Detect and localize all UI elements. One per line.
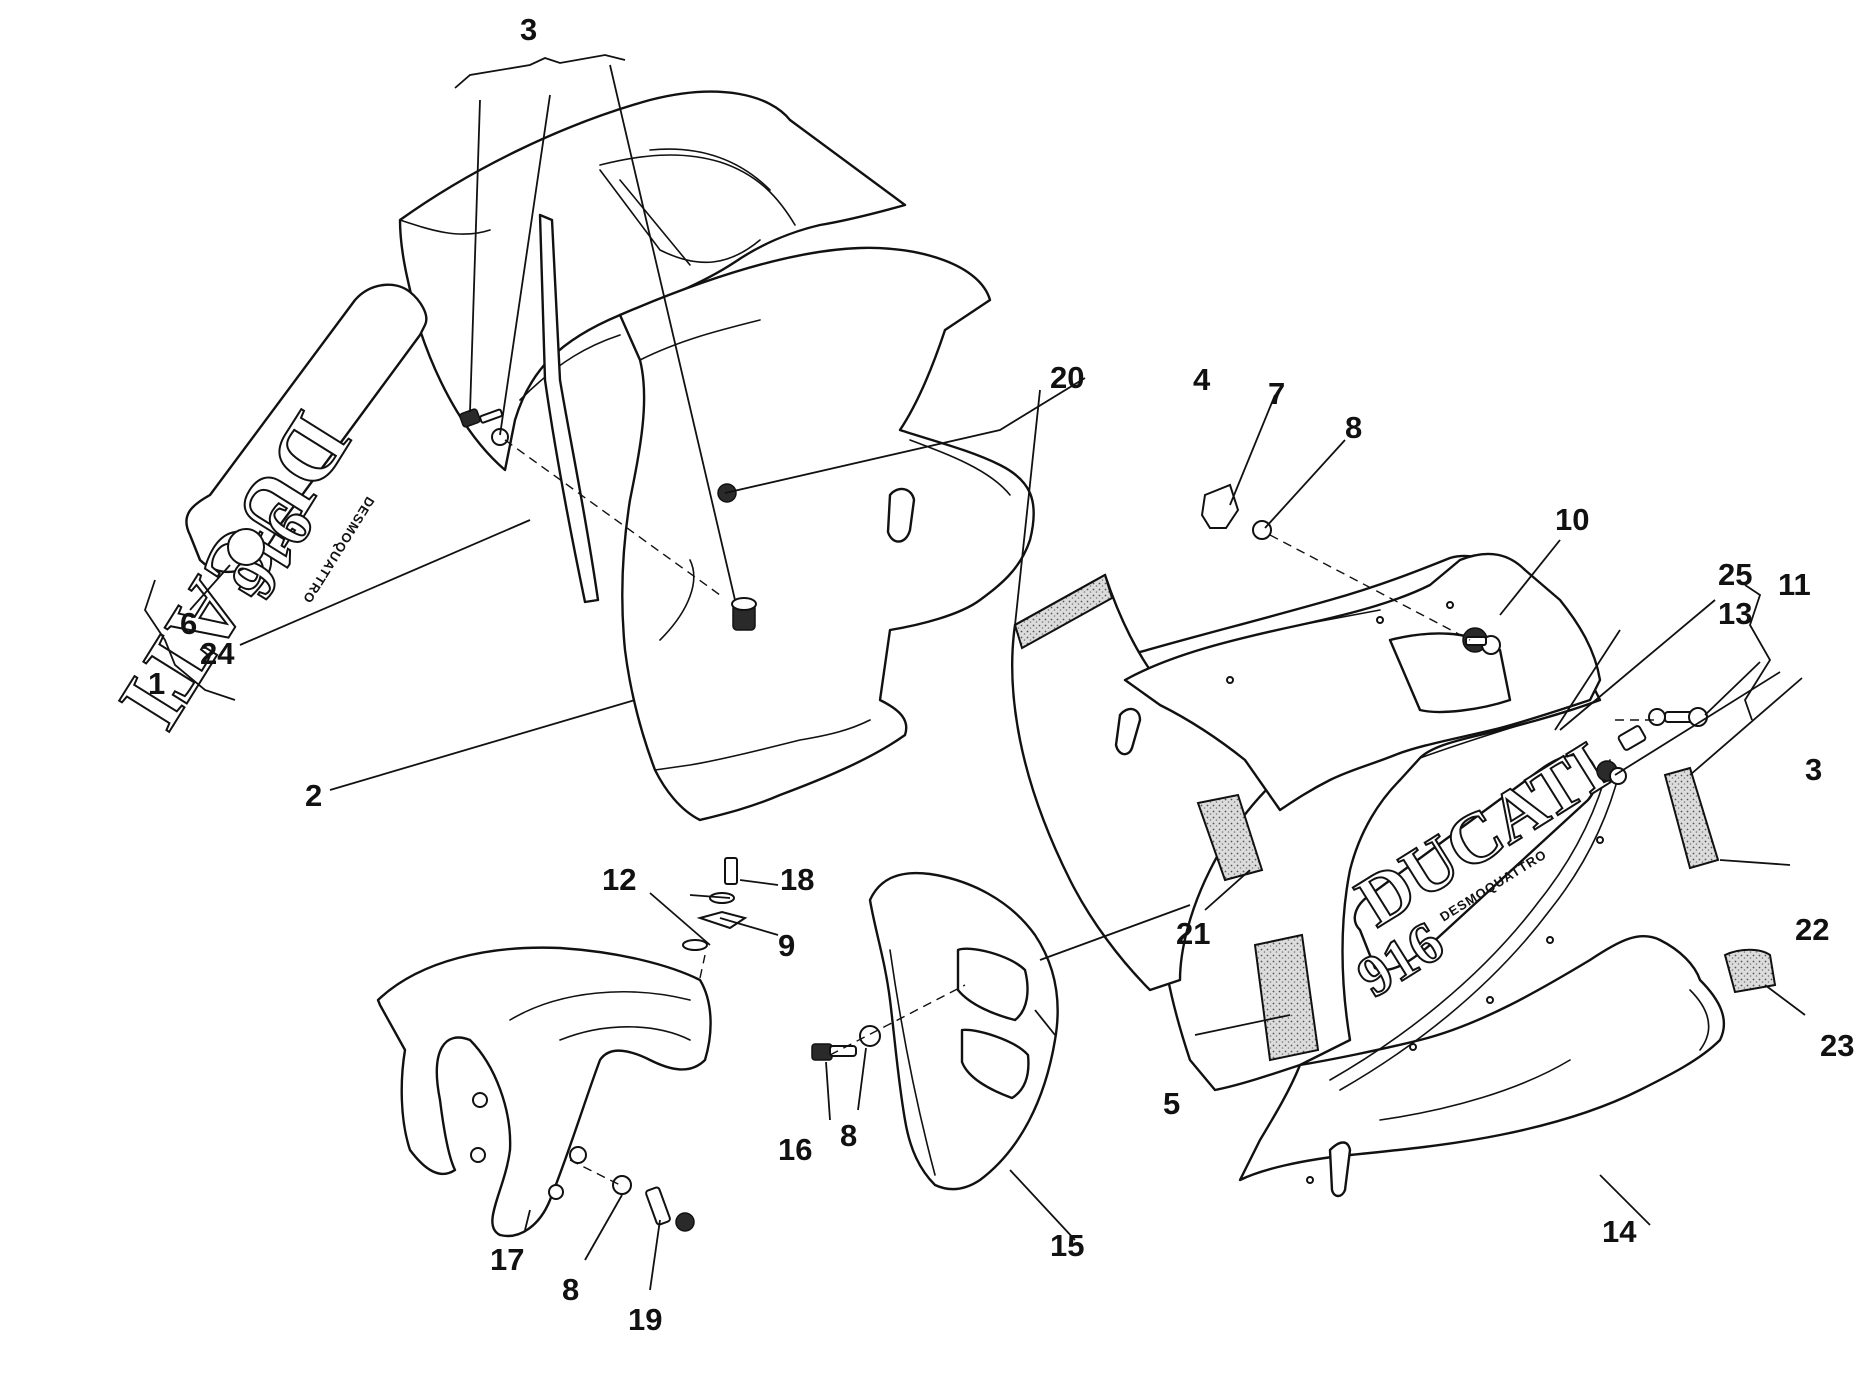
assembly-lines [504,439,1660,1186]
callout-5: 5 [1163,1086,1180,1121]
front-fender [376,946,712,1238]
foam-pads [1196,766,1777,1062]
callout-19: 19 [628,1302,662,1337]
right-side-hardware [1200,483,1708,785]
callout-17: 17 [490,1242,524,1277]
left-fairing-half [398,90,1035,822]
callout-7: 7 [1268,376,1285,411]
callout-13: 13 [1718,596,1752,631]
callout-11: 11 [1778,567,1811,602]
fender-hardware [612,857,748,1232]
callout-3-top: 3 [520,12,537,47]
callout-9: 9 [778,928,795,963]
leader-lines [144,54,1806,1291]
callout-25: 25 [1718,557,1752,592]
callout-18: 18 [780,862,814,897]
callout-21: 21 [1176,916,1210,951]
inner-panel [1011,573,1302,992]
callout-2: 2 [305,778,322,813]
callout-22: 22 [1795,912,1829,947]
left-half-screws [459,408,757,631]
upper-right-fairing [1123,552,1602,812]
callout-8-fender: 8 [562,1272,579,1307]
callout-24: 24 [200,636,235,671]
callout-16: 16 [778,1132,812,1167]
callout-10: 10 [1555,502,1589,537]
callout-15: 15 [1050,1228,1084,1263]
callout-3-right: 3 [1805,752,1822,787]
heat-shield-screw [811,1025,881,1061]
callout-20: 20 [1050,360,1084,395]
callout-8-shield: 8 [840,1118,857,1153]
heat-shield [868,871,1059,1191]
callout-4: 4 [1193,362,1211,397]
callout-1: 1 [148,666,165,701]
callouts: 3 1 6 24 2 20 4 7 8 10 25 11 13 3 22 23 … [148,12,1854,1337]
callout-14: 14 [1602,1214,1637,1249]
callout-12: 12 [602,862,636,897]
callout-8-top: 8 [1345,410,1362,445]
callout-6: 6 [180,606,197,641]
callout-23: 23 [1820,1028,1854,1063]
